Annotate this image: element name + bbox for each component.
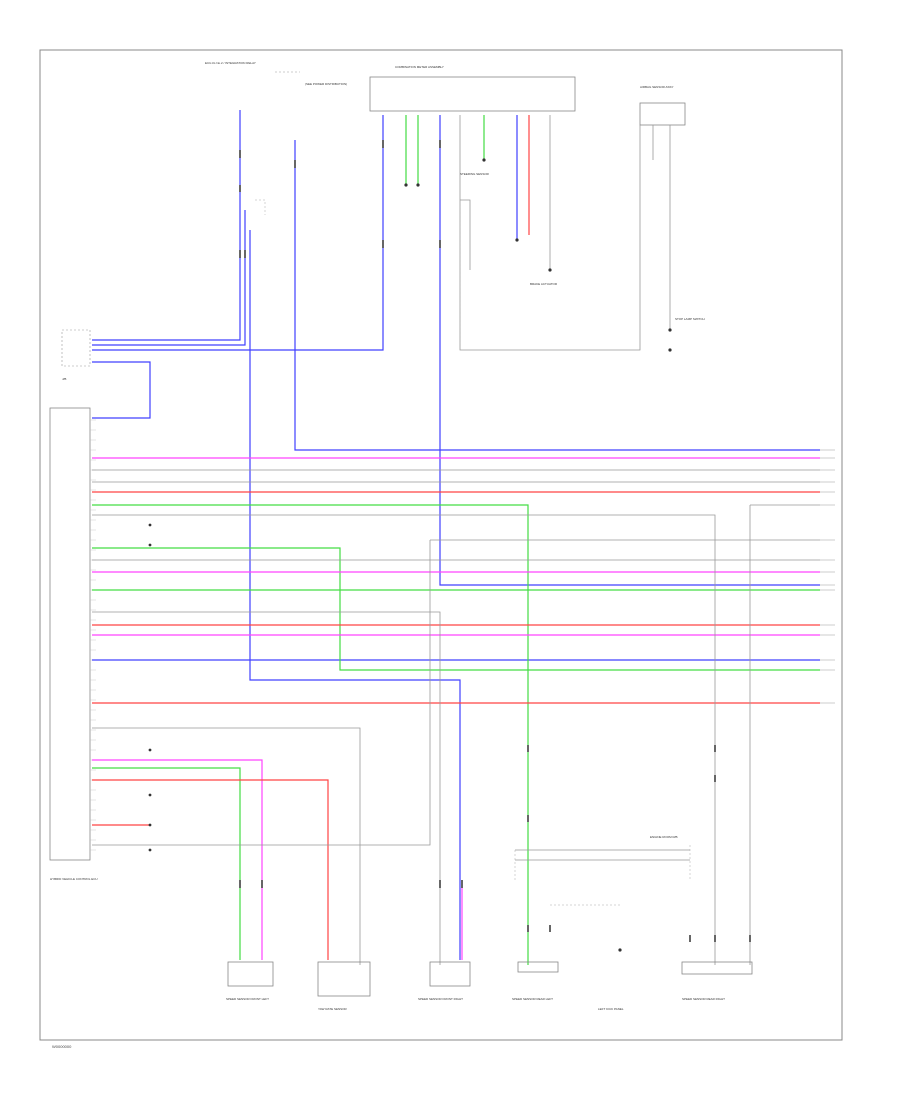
airbag-sensor-label: AIRBAG SENSOR ASSY	[640, 85, 674, 89]
top-relay-label: ECU-IG No.2 / INTEGRATION RELAY	[205, 61, 256, 65]
splice-dots	[148, 158, 672, 952]
main-ecu-label: HYBRID VEHICLE CONTROL ECU	[50, 877, 98, 881]
right-edge-terminals	[820, 449, 835, 704]
junction-block-box	[61, 329, 91, 367]
combo-meter-box	[369, 76, 576, 112]
front-right-speed-label: SPEED SENSOR FRONT RIGHT	[418, 997, 463, 1001]
diagram-border	[39, 49, 843, 1041]
stop-lamp-label: STOP LAMP SWITCH	[675, 317, 705, 321]
rear-left-speed-label: SPEED SENSOR REAR LEFT	[512, 997, 553, 1001]
brake-actuator-label: BRAKE ACTUATOR	[530, 282, 558, 286]
rear-right-speed-label: SPEED SENSOR REAR RIGHT	[682, 997, 725, 1001]
engine-room-jb-label: ENGINE ROOM R/B	[650, 835, 678, 839]
junction-block-label: J/B	[62, 377, 66, 381]
combo-meter-label: COMBINATION METER ASSEMBLY	[395, 65, 444, 69]
bottom-components	[227, 961, 753, 997]
left-kick-label: LEFT KICK PANEL	[598, 1007, 624, 1011]
connector-marks	[239, 140, 751, 942]
airbag-sensor-box	[639, 102, 686, 126]
wire-pink-group	[92, 457, 820, 960]
wire-red-group	[92, 115, 820, 960]
yaw-sensor-label: YAW RATE SENSOR	[318, 1007, 347, 1011]
main-ecu-box	[49, 407, 91, 861]
wire-blue-group-1	[92, 110, 820, 960]
footer-code: W0000000	[52, 1044, 72, 1049]
dashed-guides	[255, 199, 691, 906]
steering-sensor-label: STEERING SENSOR	[460, 172, 490, 176]
front-left-speed-label: SPEED SENSOR FRONT LEFT	[226, 997, 269, 1001]
wire-gray-group	[92, 115, 820, 965]
wire-green-group	[92, 115, 820, 965]
top-relay-note: (SEE POWER DISTRIBUTION)	[305, 82, 347, 86]
wire-blue-group-2	[92, 115, 820, 661]
